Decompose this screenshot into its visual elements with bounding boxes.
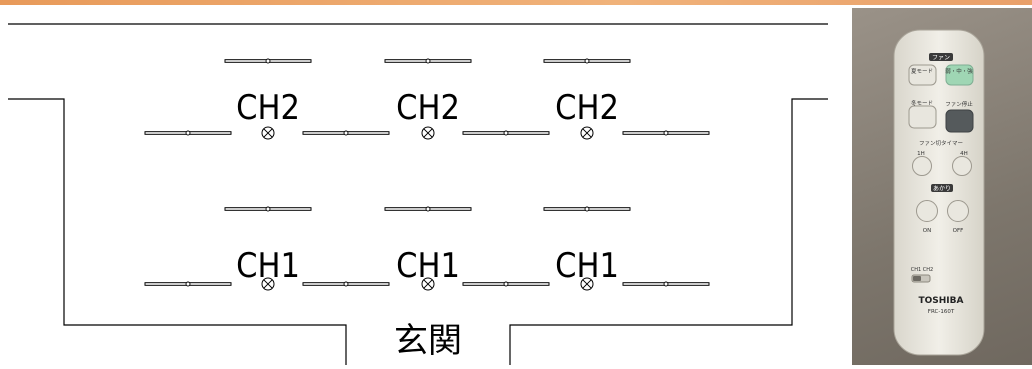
- ch-switch-knob[interactable]: [913, 276, 921, 281]
- remote-control: ファン 夏モード 弱・中・強 冬モード ファン停止 ファン切タイマー 1H 4H…: [893, 29, 985, 356]
- one-hour-label: 1H: [917, 151, 925, 157]
- ceiling-light-symbol: [580, 126, 594, 140]
- entrance-label: 玄関: [394, 321, 462, 361]
- four-hour-label: 4H: [960, 151, 968, 157]
- fan-fixture-hub: [584, 206, 590, 212]
- ceiling-light-cross: [582, 128, 592, 138]
- fan-fixture-hub: [663, 130, 669, 136]
- channel-label: CH1: [396, 246, 460, 286]
- ceiling-light-symbol: [580, 277, 594, 291]
- light-off-label: OFF: [953, 228, 964, 234]
- lighting-header-badge: [931, 184, 953, 192]
- right-wall-line: [509, 98, 828, 365]
- ch-switch-label: CH1 CH2: [911, 267, 933, 273]
- ceiling-light-cross: [423, 128, 433, 138]
- fan-fixture-hub: [503, 281, 509, 287]
- summer-mode-button[interactable]: [908, 64, 937, 86]
- fan-header-badge: [929, 53, 953, 61]
- fan-fixture-hub: [425, 58, 431, 64]
- fan-fixture-hub: [343, 281, 349, 287]
- fan-fixture-hub: [663, 281, 669, 287]
- channel-label: CH2: [396, 88, 460, 128]
- lighting-header-label: あかり: [933, 186, 951, 193]
- model-label: FRC-160T: [928, 309, 955, 315]
- fan-fixture-hub: [185, 281, 191, 287]
- fan-fixture-hub: [343, 130, 349, 136]
- channel-label: CH1: [555, 246, 619, 286]
- top-accent-bar: [0, 0, 1032, 5]
- channel-label: CH2: [555, 88, 619, 128]
- light-on-button[interactable]: [916, 200, 938, 222]
- summer-mode-label: 夏モード: [911, 68, 933, 75]
- ceiling-light-cross: [423, 279, 433, 289]
- fan-fixture-hub: [584, 58, 590, 64]
- speed-label: 弱・中・強: [945, 67, 973, 75]
- fan-fixture-hub: [265, 58, 271, 64]
- ceiling-light-cross: [582, 279, 592, 289]
- fan-header-label: ファン: [932, 55, 950, 62]
- one-hour-button[interactable]: [912, 156, 932, 176]
- winter-mode-button[interactable]: [908, 105, 937, 129]
- light-on-label: ON: [923, 228, 931, 234]
- ceiling-light-symbol: [421, 277, 435, 291]
- four-hour-button[interactable]: [952, 156, 972, 176]
- brand-label: TOSHIBA: [919, 296, 964, 306]
- fan-fixture-hub: [265, 206, 271, 212]
- fan-stop-button[interactable]: [945, 109, 974, 133]
- speed-button[interactable]: [945, 64, 974, 86]
- fan-fixture-hub: [185, 130, 191, 136]
- ceiling-light-cross: [263, 279, 273, 289]
- fan-timer-label: ファン切タイマー: [919, 139, 963, 147]
- light-off-button[interactable]: [947, 200, 969, 222]
- ceiling-light-symbol: [261, 277, 275, 291]
- fan-stop-label: ファン停止: [945, 100, 973, 108]
- channel-label: CH2: [236, 88, 300, 128]
- fan-fixture-hub: [425, 206, 431, 212]
- fan-fixture-hub: [503, 130, 509, 136]
- left-wall-line: [8, 98, 347, 365]
- ceiling-light-symbol: [421, 126, 435, 140]
- remote-photo-panel: ファン 夏モード 弱・中・強 冬モード ファン停止 ファン切タイマー 1H 4H…: [852, 8, 1032, 365]
- winter-mode-label: 冬モード: [911, 99, 933, 107]
- ceiling-light-symbol: [261, 126, 275, 140]
- channel-label: CH1: [236, 246, 300, 286]
- ceiling-light-cross: [263, 128, 273, 138]
